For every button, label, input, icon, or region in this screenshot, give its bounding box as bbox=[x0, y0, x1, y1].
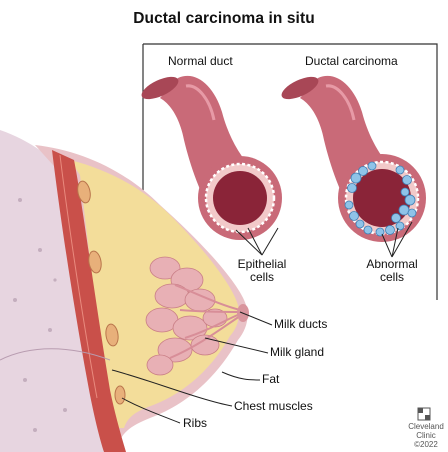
carcinoma-duct-lumen bbox=[353, 169, 411, 227]
fat-label: Fat bbox=[262, 373, 279, 386]
normal-duct-label: Normal duct bbox=[168, 55, 233, 68]
fat-leader bbox=[222, 372, 260, 380]
carcinoma-duct-label: Ductal carcinoma bbox=[305, 55, 398, 68]
clinic-credit: Cleveland Clinic ©2022 bbox=[404, 422, 448, 449]
clinic-logo-icon bbox=[418, 408, 430, 420]
carcinoma-duct-illustration bbox=[278, 72, 426, 242]
milk-ducts-label: Milk ducts bbox=[274, 318, 327, 331]
normal-duct-lumen bbox=[213, 171, 267, 225]
abnormal-cells-label: Abnormal cells bbox=[356, 258, 428, 284]
rib-section bbox=[115, 386, 125, 404]
chest-muscles-label: Chest muscles bbox=[234, 400, 313, 413]
ribs-label: Ribs bbox=[183, 417, 207, 430]
epithelial-cells-label: Epithelial cells bbox=[228, 258, 296, 284]
milk-gland-label: Milk gland bbox=[270, 346, 324, 359]
